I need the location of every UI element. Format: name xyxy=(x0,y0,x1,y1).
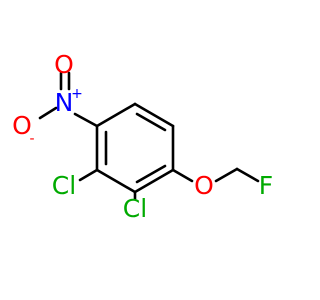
background xyxy=(0,0,300,300)
atom-n-label: N xyxy=(55,88,74,117)
bond-o-ch2 xyxy=(214,167,239,183)
bond-c4-o-ether xyxy=(171,168,194,183)
benzene-ring xyxy=(95,102,175,194)
bond-n-o-left xyxy=(38,106,58,120)
bond-ring-c2-c3 xyxy=(133,102,175,128)
molecule-structure: O N + O - Cl Cl O F xyxy=(0,0,300,300)
atom-o-left-label: O xyxy=(12,111,32,140)
bond-ring-inner-c2-c3 xyxy=(135,112,167,132)
bond-ch2-f xyxy=(235,167,260,183)
bond-ring-c1-c2 xyxy=(95,102,137,128)
atom-n-charge: + xyxy=(71,86,83,102)
atom-o-top-label: O xyxy=(54,50,74,79)
atom-f-label: F xyxy=(259,171,273,200)
bond-ring-c5-c6 xyxy=(95,168,137,194)
atom-cl-upper-label: Cl xyxy=(52,171,76,200)
atom-labels: O N + O - Cl Cl O F xyxy=(12,50,273,223)
bond-ring-c4-c5 xyxy=(133,168,175,194)
bond-ring-inner-c4-c5 xyxy=(135,164,167,184)
atom-cl-lower-label: Cl xyxy=(123,194,147,223)
bond-c6-cl-upper xyxy=(78,168,99,182)
substituent-bonds xyxy=(38,71,260,201)
bond-c1-n xyxy=(73,112,99,128)
atom-o-ether-label: O xyxy=(194,171,214,200)
atom-o-left-charge: - xyxy=(29,131,34,147)
